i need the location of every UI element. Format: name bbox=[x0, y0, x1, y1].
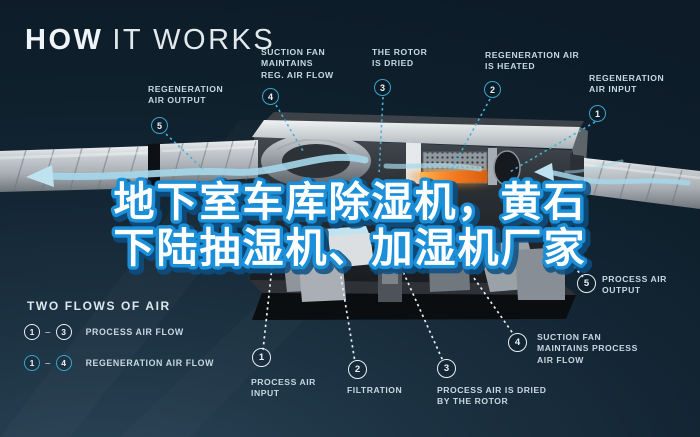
label-process-air-input: PROCESS AIR INPUT bbox=[251, 377, 316, 399]
label-filtration: FILTRATION bbox=[347, 385, 403, 395]
marker-2-reg-air-heated: 2 bbox=[484, 81, 501, 98]
headline-line1-shadow: 地下室车库除湿机，黄石 bbox=[117, 182, 590, 228]
headline-line2: 下陆抽湿机、加湿机厂家 bbox=[114, 225, 587, 271]
label-process-air-dried: PROCESS AIR IS DRIED BY THE ROTOR bbox=[437, 385, 547, 407]
air-inlet-opening bbox=[493, 150, 521, 186]
label-process-air-output: PROCESS AIR OUTPUT bbox=[602, 274, 667, 296]
airflow-arrows bbox=[26, 153, 691, 192]
top-leader-lines bbox=[165, 96, 596, 175]
legend-circle-1: 1 bbox=[24, 324, 40, 340]
bottom-leader-lines bbox=[262, 261, 584, 363]
marker-2-filtration: 2 bbox=[348, 360, 367, 379]
marker-3-process-air-dried: 3 bbox=[437, 359, 456, 378]
legend-title: TWO FLOWS OF AIR bbox=[27, 299, 171, 313]
legend-circle-3: 3 bbox=[55, 324, 72, 340]
marker-5-process-air-output: 5 bbox=[577, 274, 596, 293]
label-suction-fan-process: SUCTION FAN MAINTAINS PROCESS AIR FLOW bbox=[537, 332, 638, 365]
heater-element bbox=[420, 170, 487, 184]
label-suction-fan-reg: SUCTION FAN MAINTAINS REG. AIR FLOW bbox=[261, 47, 334, 80]
title-light: IT WORKS bbox=[112, 24, 276, 56]
legend-dash-2: – bbox=[45, 357, 51, 369]
legend-regeneration-air-flow: 1 – 4 REGENERATION AIR FLOW bbox=[24, 355, 214, 371]
legend-label-process: PROCESS AIR FLOW bbox=[85, 327, 184, 337]
marker-3-rotor-dried: 3 bbox=[374, 79, 391, 96]
label-rotor-dried: THE ROTOR IS DRIED bbox=[372, 47, 428, 69]
marker-4-suction-fan-process: 4 bbox=[508, 333, 527, 352]
marker-5-regeneration-output: 5 bbox=[151, 117, 168, 134]
legend-circle-1b: 1 bbox=[24, 355, 40, 371]
marker-1-reg-air-input: 1 bbox=[589, 105, 606, 122]
legend-label-regeneration: REGENERATION AIR FLOW bbox=[85, 358, 214, 368]
marker-4-suction-fan-reg: 4 bbox=[262, 88, 279, 105]
marker-1-process-air-input: 1 bbox=[252, 348, 271, 367]
headline-line1: 地下室车库除湿机，黄石 bbox=[114, 179, 587, 225]
title-bold: HOW bbox=[25, 24, 104, 56]
headline-overlay: 地下室车库除湿机，黄石 地下室车库除湿机，黄石 下陆抽湿机、加湿机厂家 下陆抽湿… bbox=[110, 176, 593, 280]
label-regeneration-air-input: REGENERATION AIR INPUT bbox=[589, 73, 665, 95]
legend-dash: – bbox=[45, 326, 51, 338]
legend-process-air-flow: 1 – 3 PROCESS AIR FLOW bbox=[24, 324, 184, 340]
label-regeneration-air-heated: REGENERATION AIR IS HEATED bbox=[485, 50, 580, 72]
headline-line2-shadow: 下陆抽湿机、加湿机厂家 bbox=[117, 228, 590, 274]
label-regeneration-air-output: REGENERATION AIR OUTPUT bbox=[148, 84, 224, 106]
legend-circle-4: 4 bbox=[55, 355, 72, 371]
